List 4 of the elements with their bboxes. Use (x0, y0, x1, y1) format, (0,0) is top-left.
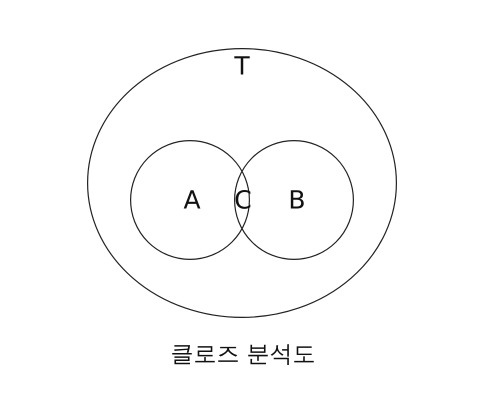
set-label: B (288, 188, 306, 212)
caption: 클로즈 분석도 (170, 344, 316, 366)
set-label: A (183, 188, 201, 212)
set-label: T (234, 54, 250, 78)
